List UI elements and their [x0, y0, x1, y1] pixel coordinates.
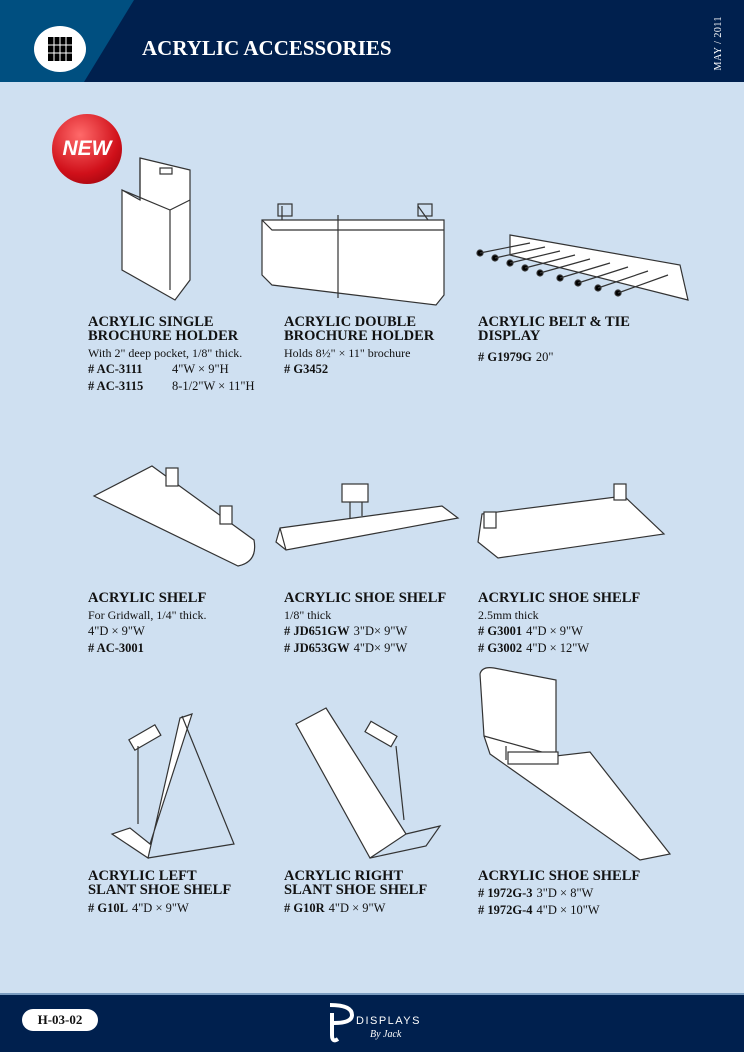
- page-title: ACRYLIC ACCESSORIES: [142, 36, 392, 60]
- product-description: 1/8" thick: [284, 608, 332, 622]
- product-title: ACRYLIC SHELF: [88, 590, 207, 606]
- header: ACRYLIC ACCESSORIES MAY / 2011: [0, 0, 744, 82]
- left-slant-shoe-shelf-image: [110, 713, 235, 859]
- double-brochure-holder-image: [261, 203, 445, 306]
- product-description: For Gridwall, 1/4" thick.: [88, 608, 207, 622]
- product-code-row: # G3452: [284, 362, 329, 376]
- header-accent-slant: [84, 0, 134, 82]
- product-description: With 2" deep pocket, 1/8" thick.: [88, 346, 243, 360]
- product-title: ACRYLIC SHOE SHELF: [478, 868, 641, 884]
- product-acrylic-shelf: ACRYLIC SHELF For Gridwall, 1/4" thick. …: [88, 591, 278, 657]
- brand-name: DISPLAYS: [356, 1015, 421, 1027]
- footer: H-03-02 DISPLAYS By Jack: [0, 993, 744, 1052]
- belt-tie-display-image: [476, 234, 689, 301]
- shoe-shelf-1972g-image: [479, 667, 672, 861]
- product-description: 2.5mm thick: [478, 608, 539, 622]
- product-title: ACRYLIC SHOE SHELF: [284, 590, 447, 606]
- shoe-shelf-jd-image: [275, 483, 460, 551]
- brand-tagline: By Jack: [370, 1029, 402, 1040]
- acrylic-shelf-image: [92, 465, 256, 567]
- product-size: 4"D × 9"W: [88, 624, 145, 638]
- page-number: H-03-02: [22, 1009, 98, 1031]
- issue-date: MAY / 2011: [713, 16, 724, 71]
- shoe-shelf-g3001-image: [477, 483, 666, 559]
- new-badge: NEW: [52, 114, 122, 184]
- product-code-row: # AC-3001: [88, 641, 144, 655]
- product-title: ACRYLIC SHOE SHELF: [478, 590, 641, 606]
- single-brochure-holder-image: [121, 157, 191, 301]
- gridwall-logo: [34, 26, 86, 72]
- jd-logo-mark: [329, 1003, 355, 1043]
- product-description: Holds 8½" × 11" brochure: [284, 346, 411, 360]
- right-slant-shoe-shelf-image: [295, 707, 442, 859]
- grid-icon: [48, 37, 72, 61]
